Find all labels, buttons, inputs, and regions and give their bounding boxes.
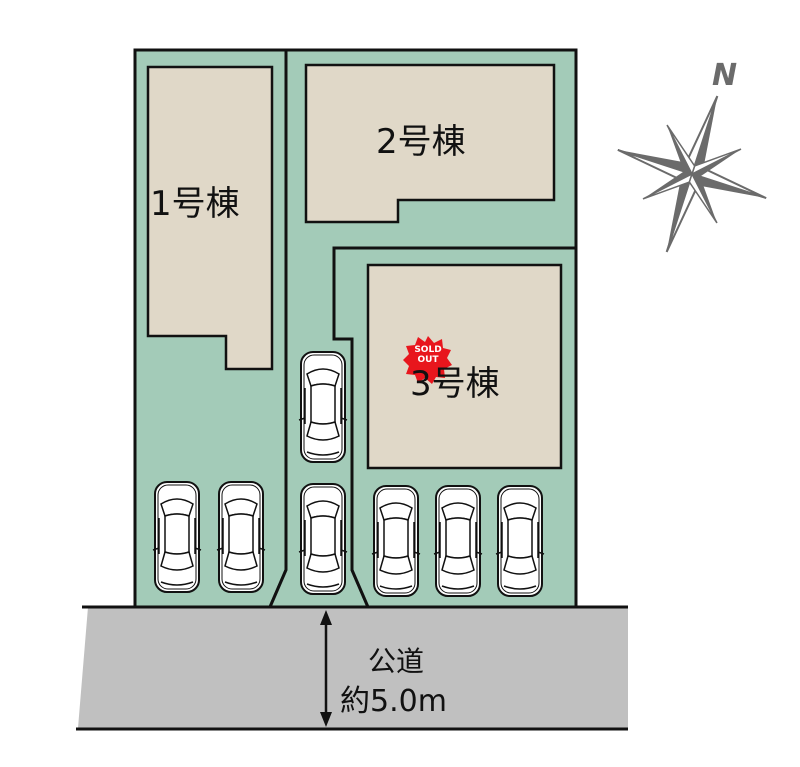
building-2-label: 2号棟 bbox=[376, 122, 466, 162]
car-icon bbox=[152, 481, 202, 593]
building-1-label: 1号棟 bbox=[150, 184, 240, 224]
road-name-label: 公道 bbox=[368, 645, 425, 678]
lot-1[interactable] bbox=[133, 48, 288, 609]
car-icon bbox=[371, 485, 421, 597]
car-icon bbox=[298, 351, 348, 463]
building-2-footprint bbox=[304, 63, 556, 224]
building-1-footprint bbox=[146, 65, 274, 371]
lot-2[interactable] bbox=[267, 48, 578, 609]
building-3-label: 3号棟 bbox=[410, 364, 500, 404]
building-3-footprint bbox=[366, 263, 563, 470]
compass-north-label: N bbox=[712, 58, 738, 93]
compass-rose-icon bbox=[617, 95, 767, 253]
car-icon bbox=[433, 485, 483, 597]
car-icon bbox=[495, 485, 545, 597]
car-icon bbox=[216, 481, 266, 593]
road-width-label: 約5.0m bbox=[340, 684, 447, 719]
road-width-arrow bbox=[320, 610, 332, 727]
sold-out-badge bbox=[403, 336, 452, 384]
car-icon bbox=[298, 483, 348, 595]
sold-out-text: SOLD OUT bbox=[414, 345, 442, 365]
